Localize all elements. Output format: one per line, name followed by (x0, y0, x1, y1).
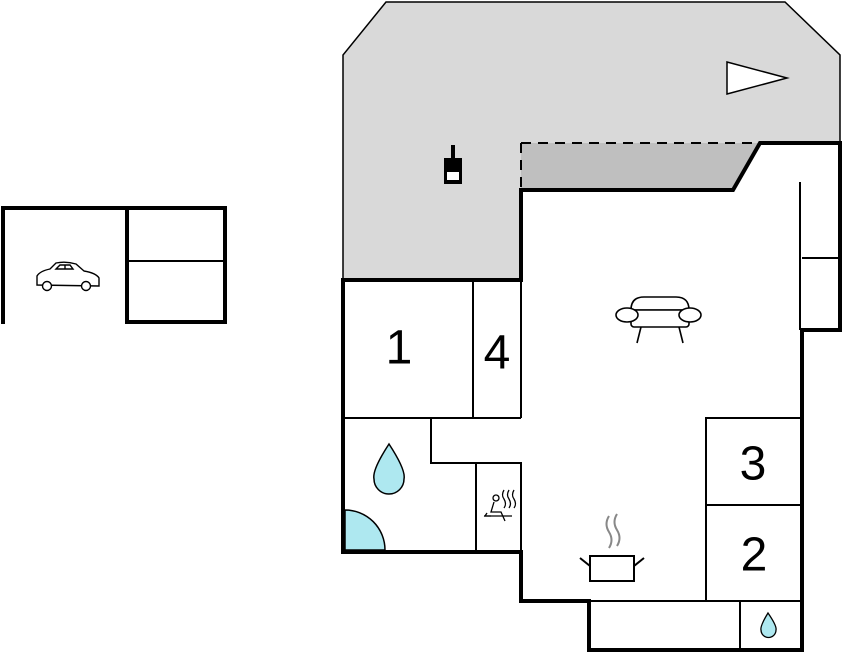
car-icon (36, 261, 100, 292)
room-number-2: 2 (741, 529, 768, 582)
shower-icon (344, 509, 386, 551)
covered-terrace (521, 143, 760, 190)
sofa-icon (615, 296, 702, 344)
garage (1, 206, 227, 324)
room-number-4: 4 (484, 327, 511, 380)
interior-walls (343, 182, 840, 650)
bathroom-water-drop-icon (373, 442, 405, 495)
grill-icon (444, 145, 462, 184)
kitchen-pot-icon (579, 513, 645, 582)
house-walls (341, 141, 842, 652)
sauna-icon (483, 489, 517, 522)
terrace-direction-arrow-icon (726, 61, 790, 95)
room-number-1: 1 (386, 322, 413, 375)
toilet-water-drop-icon (760, 611, 777, 639)
room-number-3: 3 (740, 438, 767, 491)
